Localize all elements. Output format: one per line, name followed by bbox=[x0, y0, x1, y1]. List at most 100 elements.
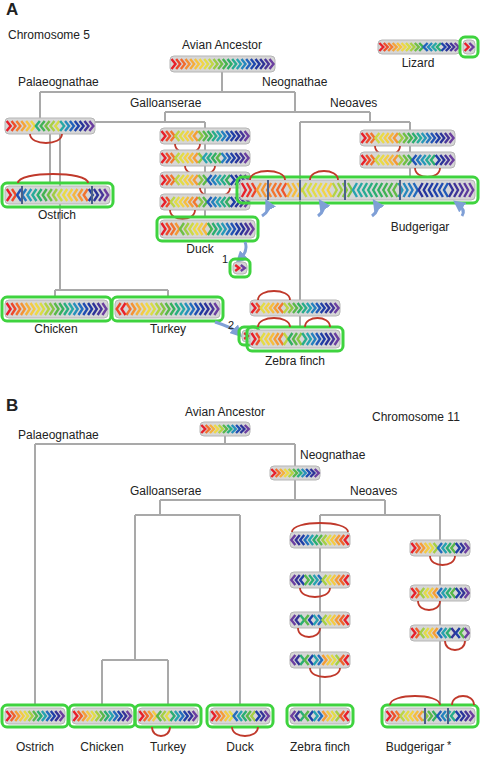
gene-chevron bbox=[26, 121, 30, 131]
tree-branch bbox=[319, 588, 321, 612]
bar-body bbox=[290, 708, 350, 724]
gene-chevron bbox=[368, 183, 372, 197]
tree-label: Zebra finch bbox=[265, 354, 325, 369]
gene-chevron bbox=[175, 711, 179, 721]
segment-divider bbox=[447, 708, 449, 724]
gene-chevron bbox=[422, 133, 426, 143]
gene-chevron bbox=[235, 265, 239, 271]
gene-chevron bbox=[408, 133, 412, 143]
gene-chevron bbox=[292, 183, 296, 197]
gene-chevron bbox=[245, 223, 249, 235]
tree-branch bbox=[299, 122, 301, 300]
bar-body bbox=[250, 330, 340, 348]
gene-chevron bbox=[379, 43, 383, 51]
tree-label: Budgerigar bbox=[391, 220, 450, 235]
gene-chevron bbox=[345, 655, 349, 665]
gene-chevron bbox=[309, 615, 313, 625]
gene-chevron bbox=[161, 223, 165, 235]
gene-chevron bbox=[322, 655, 326, 665]
gene-chevron bbox=[96, 711, 100, 721]
gene-chevron bbox=[223, 425, 227, 433]
gene-chevron bbox=[235, 131, 239, 141]
tree-label: * bbox=[447, 738, 451, 752]
gene-chevron bbox=[43, 189, 47, 201]
inversion-arc bbox=[258, 291, 290, 300]
gene-chevron bbox=[450, 133, 454, 143]
bar-body bbox=[290, 572, 350, 588]
gene-chevron bbox=[388, 43, 392, 51]
tree-label: Lizard bbox=[402, 56, 435, 71]
gene-chevron bbox=[330, 333, 334, 345]
tree-branch bbox=[102, 659, 168, 661]
chromosome-bar bbox=[410, 585, 470, 601]
gene-chevron bbox=[449, 183, 453, 197]
tree-branch bbox=[439, 515, 441, 540]
gene-chevron bbox=[451, 543, 455, 553]
gene-chevron bbox=[428, 711, 432, 721]
gene-chevron bbox=[411, 543, 415, 553]
inversion-arc bbox=[30, 134, 62, 143]
gene-chevron bbox=[373, 183, 377, 197]
bar-body bbox=[72, 708, 132, 724]
gene-chevron bbox=[118, 711, 122, 721]
inversion-arc bbox=[250, 171, 285, 180]
gene-chevron bbox=[221, 131, 225, 141]
tree-branch bbox=[319, 548, 321, 572]
gene-chevron bbox=[431, 133, 435, 143]
gene-chevron bbox=[414, 183, 418, 197]
inversion-arc bbox=[430, 556, 455, 565]
translocation-arrow bbox=[262, 204, 269, 216]
gene-chevron bbox=[302, 333, 306, 345]
chromosome-bar bbox=[160, 150, 250, 166]
gene-chevron bbox=[171, 223, 175, 235]
gene-chevron bbox=[33, 711, 37, 721]
segment-divider bbox=[299, 180, 301, 200]
gene-chevron bbox=[194, 153, 198, 163]
gene-chevron bbox=[136, 303, 140, 315]
gene-chevron bbox=[436, 155, 440, 165]
gene-chevron bbox=[79, 189, 83, 201]
gene-chevron bbox=[122, 711, 126, 721]
gene-chevron bbox=[214, 425, 218, 433]
tree-branch bbox=[204, 122, 206, 128]
tree-label: Chicken bbox=[80, 740, 123, 755]
gene-chevron bbox=[247, 183, 251, 197]
gene-chevron bbox=[464, 183, 468, 197]
gene-chevron bbox=[198, 175, 202, 185]
gene-chevron bbox=[434, 183, 438, 197]
gene-chevron bbox=[75, 121, 79, 131]
gene-chevron bbox=[358, 183, 362, 197]
inversion-arc bbox=[390, 696, 440, 705]
tree-branch bbox=[409, 146, 411, 152]
gene-chevron bbox=[279, 303, 283, 313]
gene-chevron bbox=[331, 711, 335, 721]
gene-chevron bbox=[214, 303, 218, 315]
gene-chevron bbox=[166, 153, 170, 163]
gene-chevron bbox=[459, 183, 463, 197]
gene-chevron bbox=[200, 303, 204, 315]
gene-chevron bbox=[175, 303, 179, 315]
gene-chevron bbox=[288, 303, 292, 313]
gene-chevron bbox=[302, 183, 306, 197]
tree-label: Avian Ancestor bbox=[185, 405, 265, 420]
gene-chevron bbox=[170, 303, 174, 315]
gene-chevron bbox=[252, 183, 256, 197]
gene-chevron bbox=[425, 543, 429, 553]
chromosome-bar bbox=[290, 652, 350, 668]
gene-chevron bbox=[58, 189, 62, 201]
gene-chevron bbox=[403, 155, 407, 165]
gene-chevron bbox=[272, 183, 276, 197]
translocation-arrow bbox=[458, 204, 463, 216]
gene-chevron bbox=[203, 223, 207, 235]
gene-chevron bbox=[465, 588, 469, 598]
tree-label: Chicken bbox=[34, 322, 77, 337]
tree-branch bbox=[439, 641, 441, 705]
gene-chevron bbox=[328, 183, 332, 197]
gene-chevron bbox=[456, 588, 460, 598]
extant-outline bbox=[460, 37, 478, 57]
gene-chevron bbox=[231, 175, 235, 185]
tree-branch bbox=[101, 660, 103, 705]
extant-outline bbox=[135, 705, 201, 727]
gene-chevron bbox=[87, 711, 91, 721]
gene-chevron bbox=[333, 183, 337, 197]
